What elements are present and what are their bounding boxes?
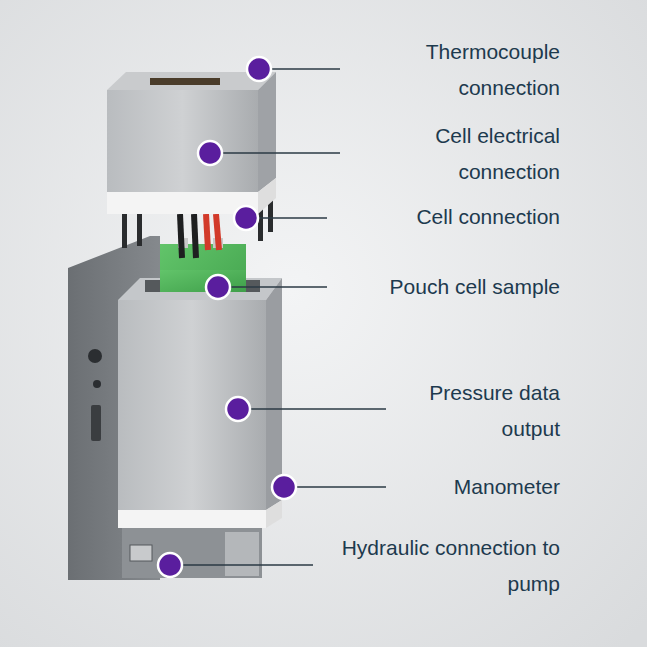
pouch-cell-exposed [160,270,246,292]
cylinder [225,532,259,576]
connector-port [93,380,101,388]
callout-label: Pressure data output [385,375,560,447]
pin [122,212,127,248]
hydraulic-fitting [130,545,152,561]
callout-label: Hydraulic connection to pump [335,530,560,602]
callout-label: Manometer [300,469,560,505]
callout-dot [158,553,182,577]
data-port [91,405,101,441]
head-band-side [258,178,276,214]
leader-lines [170,69,386,565]
callout-label: Thermocouple connection [390,34,560,106]
lower-section [122,528,262,578]
white-band-side [266,500,282,528]
callout-dot [198,141,222,165]
body-front [118,300,266,510]
leader-line [170,564,313,566]
leader-line [218,286,327,288]
callout-dot [226,397,250,421]
callout-dot [206,275,230,299]
head-front [107,90,258,192]
wire [194,214,196,258]
leader-line [238,408,386,410]
leader-line [284,486,386,488]
callout-dot [247,57,271,81]
callout-dots [158,57,296,577]
callout-label: Cell connection [300,199,560,235]
wire [180,214,182,258]
callout-dot [234,206,258,230]
head-side [258,72,276,192]
thermo-port [150,78,220,85]
callout-label: Cell electrical connection [385,118,560,190]
callout-label: Pouch cell sample [300,269,560,305]
connector-port [88,349,102,363]
wire [216,214,219,250]
callout-dot [272,475,296,499]
wire [206,214,208,250]
white-band [118,510,266,528]
pin [137,212,142,246]
leader-line [210,152,340,154]
pin [268,200,273,232]
